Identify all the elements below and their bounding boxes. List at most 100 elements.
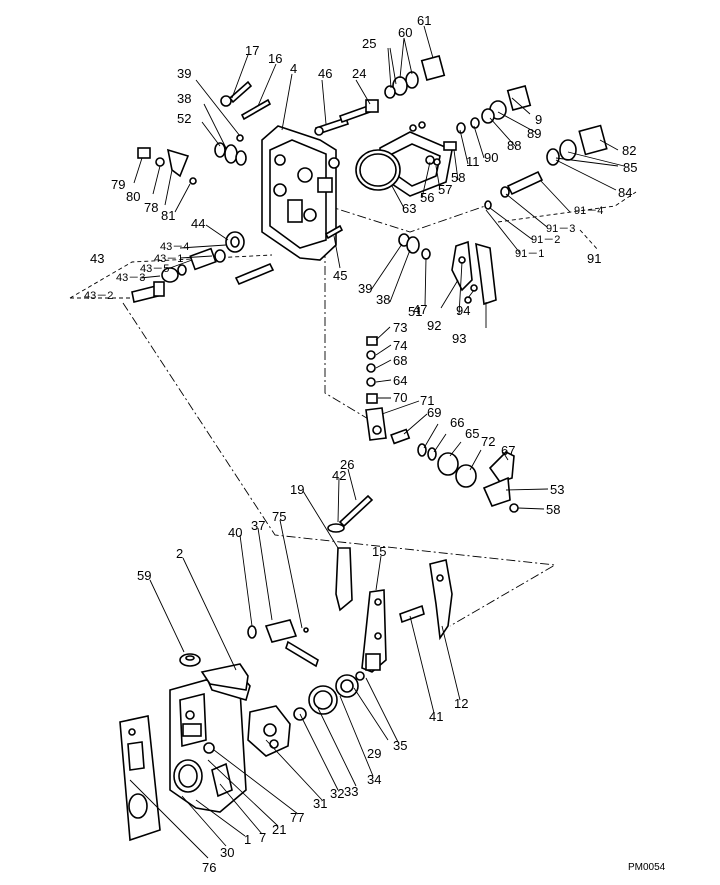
group-box-91 bbox=[497, 191, 637, 251]
label-64: 64 bbox=[393, 373, 407, 388]
lever-12 bbox=[429, 559, 453, 641]
label-85: 85 bbox=[623, 160, 637, 175]
label-2: 2 bbox=[176, 546, 183, 561]
label-43-1: 43－1 bbox=[154, 253, 183, 265]
cover-plate-63 bbox=[355, 131, 453, 197]
label-68: 68 bbox=[393, 353, 407, 368]
label-19: 19 bbox=[290, 482, 304, 497]
label-79: 79 bbox=[111, 177, 125, 192]
label-57: 57 bbox=[438, 182, 452, 197]
label-34: 34 bbox=[367, 772, 381, 787]
group-box-43 bbox=[69, 254, 273, 299]
label-58-low: 58 bbox=[546, 502, 560, 517]
bolt-24 bbox=[338, 99, 379, 124]
bracket-67-53 bbox=[482, 451, 519, 513]
link-rod-19 bbox=[327, 494, 374, 612]
label-59: 59 bbox=[137, 568, 151, 583]
label-58-top: 58 bbox=[451, 170, 465, 185]
label-30: 30 bbox=[220, 845, 234, 860]
label-43: 43 bbox=[90, 251, 104, 266]
label-66: 66 bbox=[450, 415, 464, 430]
label-74: 74 bbox=[393, 338, 407, 353]
gasket-plate-76 bbox=[119, 715, 161, 842]
block-71 bbox=[365, 407, 387, 441]
label-78: 78 bbox=[144, 200, 158, 215]
label-43-4: 43－4 bbox=[160, 241, 189, 253]
assembly-43-parts bbox=[131, 231, 275, 303]
label-39-mid: 39 bbox=[358, 281, 372, 296]
label-45: 45 bbox=[333, 268, 347, 283]
assembly-line-governor bbox=[122, 302, 557, 627]
label-75: 75 bbox=[272, 509, 286, 524]
label-47: 47 bbox=[413, 302, 427, 317]
label-67: 67 bbox=[501, 443, 515, 458]
screws-58-57-56 bbox=[409, 121, 457, 166]
label-41: 41 bbox=[429, 709, 443, 724]
label-38-mid: 38 bbox=[376, 292, 390, 307]
assembly-line-plunger bbox=[324, 232, 371, 421]
label-81: 81 bbox=[161, 208, 175, 223]
label-65: 65 bbox=[465, 426, 479, 441]
label-29: 29 bbox=[367, 746, 381, 761]
label-69: 69 bbox=[427, 405, 441, 420]
spring-41 bbox=[399, 604, 425, 624]
label-60: 60 bbox=[398, 25, 412, 40]
label-91-1: 91－1 bbox=[515, 248, 544, 260]
label-17: 17 bbox=[245, 43, 259, 58]
label-35: 35 bbox=[393, 738, 407, 753]
bolt-46 bbox=[314, 116, 350, 136]
lever-93 bbox=[464, 242, 497, 306]
label-26: 26 bbox=[340, 457, 354, 472]
washer-59 bbox=[179, 653, 201, 667]
fitting-9-89-88 bbox=[456, 85, 532, 134]
label-24: 24 bbox=[352, 66, 366, 81]
label-1: 1 bbox=[244, 832, 251, 847]
label-15: 15 bbox=[372, 544, 386, 559]
label-77: 77 bbox=[290, 810, 304, 825]
label-33: 33 bbox=[344, 784, 358, 799]
label-42: 42 bbox=[332, 468, 346, 483]
parts-79-81 bbox=[137, 147, 197, 185]
label-25: 25 bbox=[362, 36, 376, 51]
label-53: 53 bbox=[550, 482, 564, 497]
assembly-line-cover bbox=[324, 204, 489, 233]
label-84: 84 bbox=[618, 185, 632, 200]
label-88: 88 bbox=[507, 138, 521, 153]
label-91-2: 91－2 bbox=[531, 234, 560, 246]
label-73: 73 bbox=[393, 320, 407, 335]
label-12: 12 bbox=[454, 696, 468, 711]
label-72: 72 bbox=[481, 434, 495, 449]
label-92: 92 bbox=[427, 318, 441, 333]
parts-69-72 bbox=[390, 428, 477, 488]
part-labels: 61 60 25 17 16 4 46 24 39 38 52 9 89 88 … bbox=[84, 13, 666, 875]
label-80: 80 bbox=[126, 189, 140, 204]
label-43-5: 43－5 bbox=[140, 263, 169, 275]
seals-39-38-47 bbox=[398, 233, 431, 260]
lever-15 bbox=[361, 589, 387, 673]
stack-73-70 bbox=[366, 336, 378, 404]
label-94: 94 bbox=[456, 303, 470, 318]
label-71: 71 bbox=[420, 393, 434, 408]
label-38-top: 38 bbox=[177, 91, 191, 106]
label-7: 7 bbox=[259, 830, 266, 845]
label-40: 40 bbox=[228, 525, 242, 540]
shaft-37 bbox=[247, 619, 319, 668]
label-9: 9 bbox=[535, 112, 542, 127]
drawing-code: PM0054 bbox=[628, 862, 666, 873]
bearings-29-35 bbox=[293, 671, 365, 721]
label-91-4: 91－4 bbox=[574, 205, 603, 217]
label-16: 16 bbox=[268, 51, 282, 66]
fitting-82-85-84 bbox=[484, 124, 608, 210]
label-39-top: 39 bbox=[177, 66, 191, 81]
label-89: 89 bbox=[527, 126, 541, 141]
leader-lines bbox=[129, 25, 625, 859]
label-31: 31 bbox=[313, 796, 327, 811]
label-21: 21 bbox=[272, 822, 286, 837]
label-61: 61 bbox=[417, 13, 431, 28]
label-63: 63 bbox=[402, 201, 416, 216]
bolt-17 bbox=[220, 80, 253, 107]
label-90: 90 bbox=[484, 150, 498, 165]
label-51: 51 bbox=[408, 304, 422, 319]
